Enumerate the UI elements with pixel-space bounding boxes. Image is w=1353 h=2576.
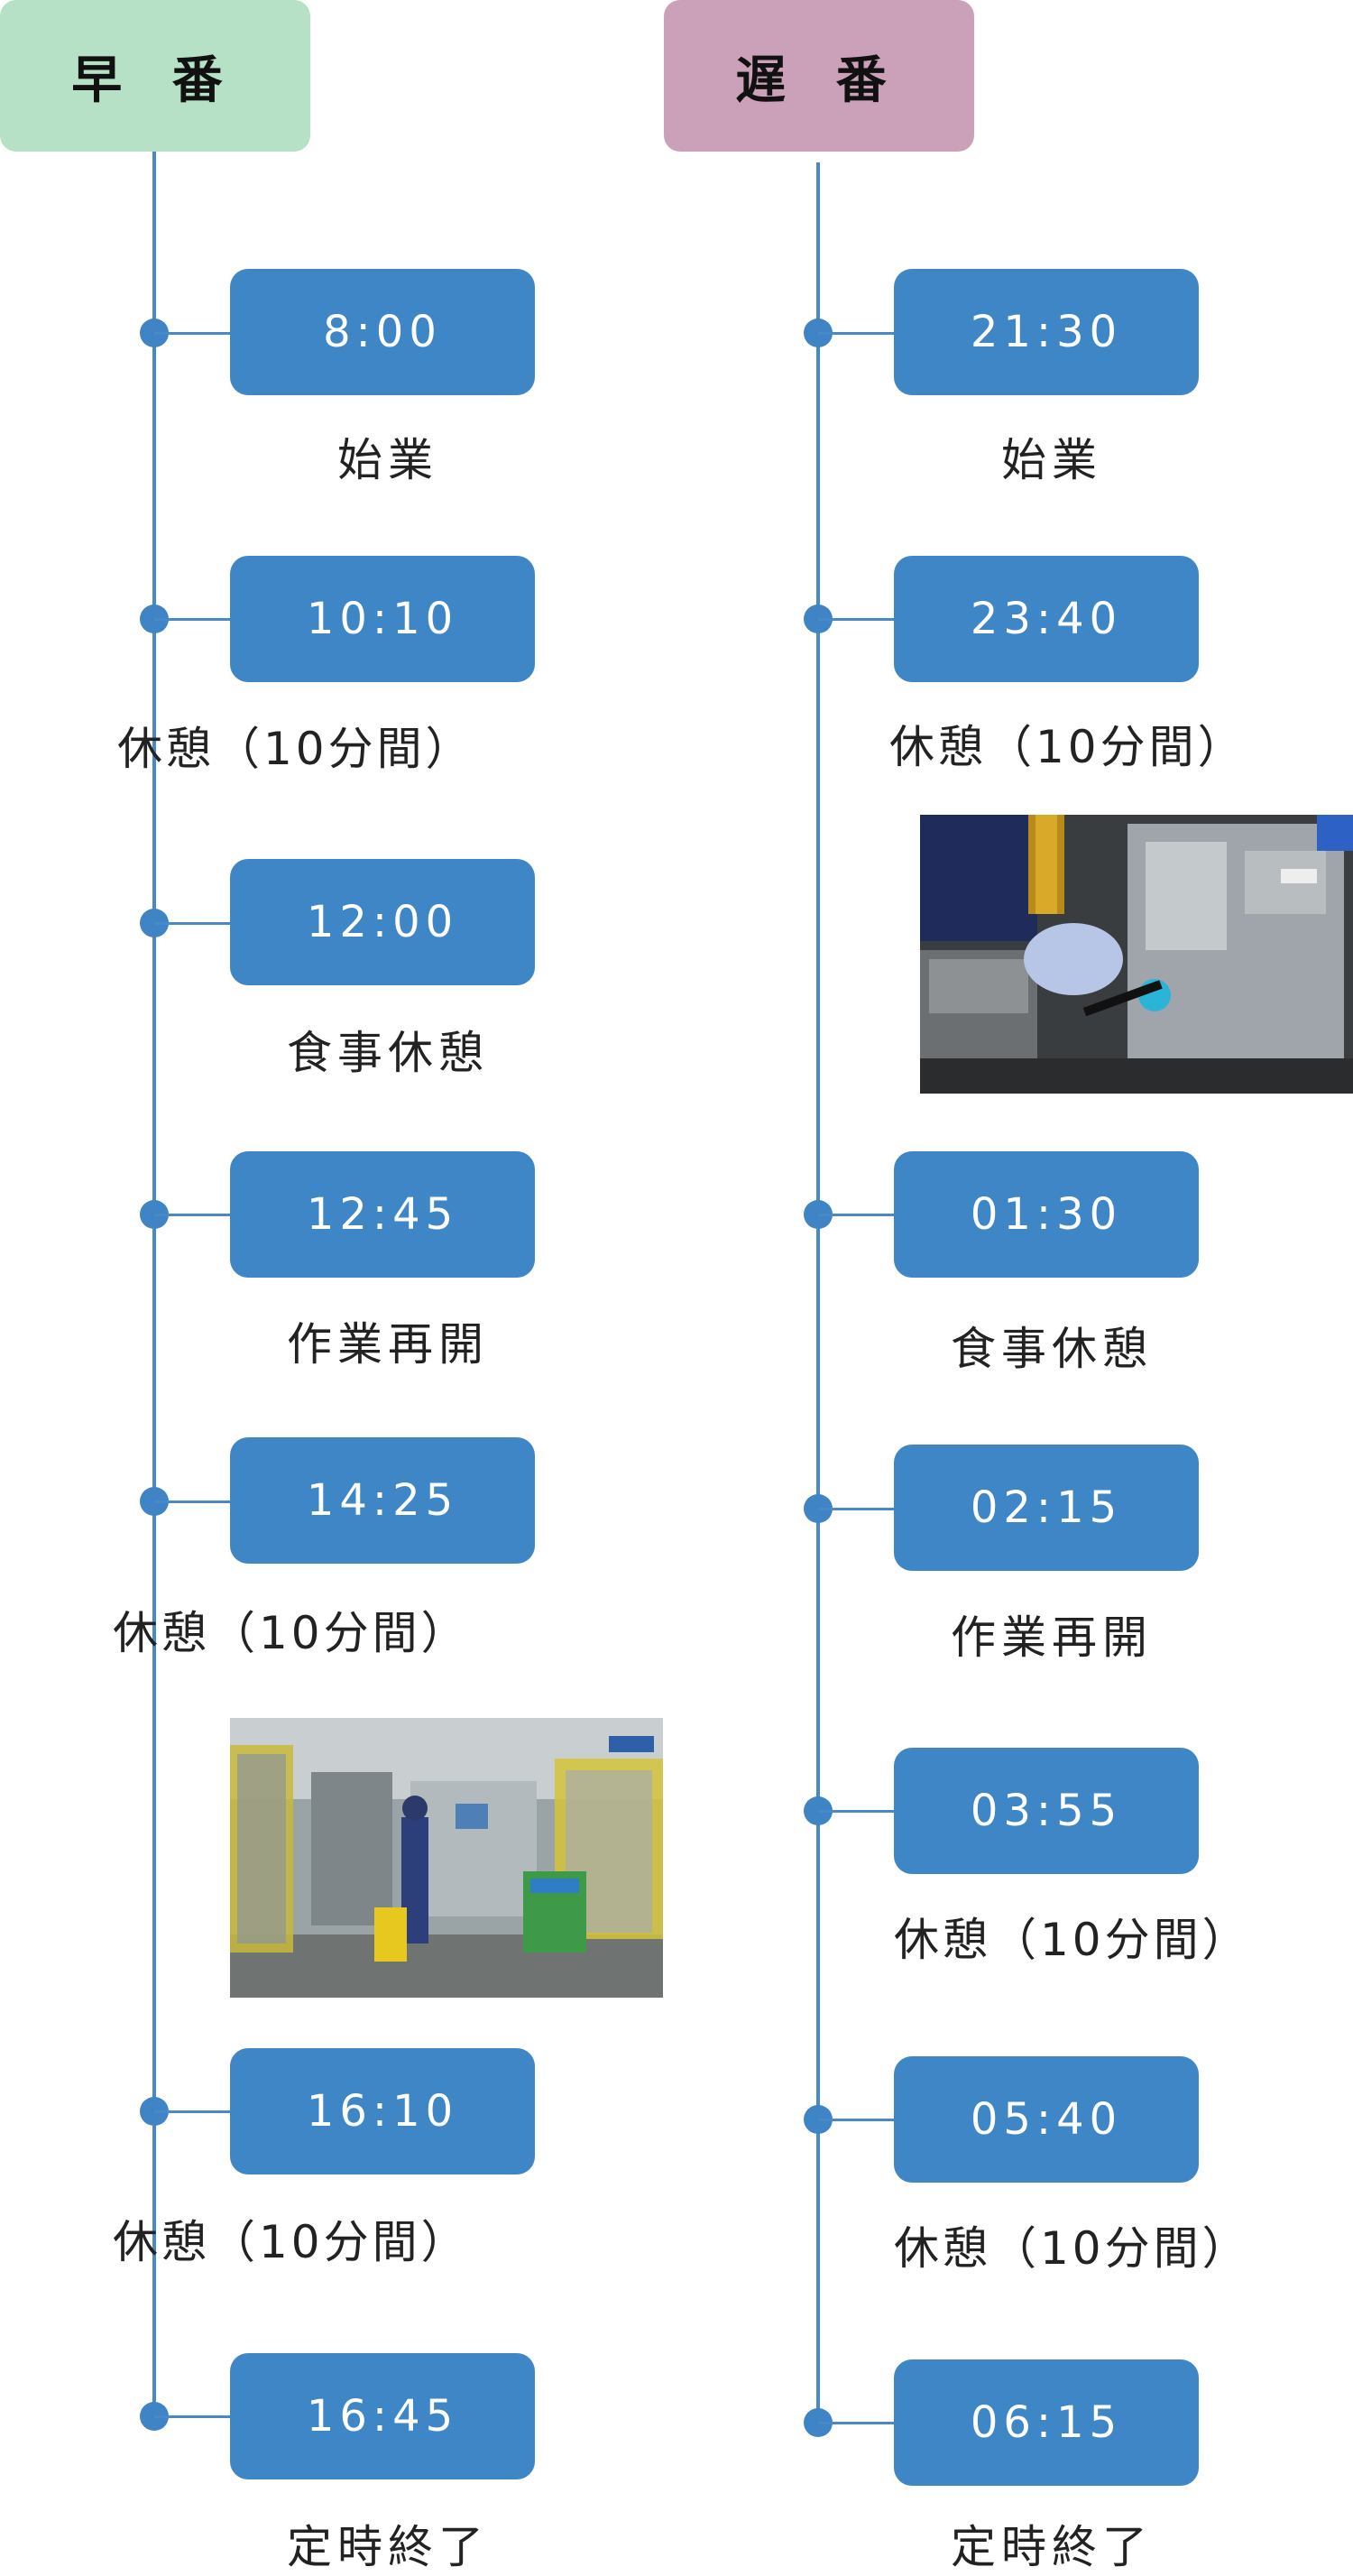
timeline-connector (818, 2422, 896, 2424)
event-label: 休憩（10分間） (113, 2216, 470, 2268)
event-label: 作業再開 (287, 1318, 489, 1371)
late-shift-column: 遅 番 21:30 始業 23:40 休憩（10分間） 01:3 (664, 0, 1353, 2573)
late-shift-header: 遅 番 (664, 0, 974, 152)
time-badge: 02:15 (894, 1445, 1199, 1571)
timeline-connector (154, 2110, 232, 2113)
event-label: 休憩（10分間） (889, 721, 1247, 773)
timeline-connector (818, 2119, 896, 2121)
event-label: 定時終了 (951, 2521, 1153, 2573)
timeline-connector (818, 332, 896, 335)
time-badge: 8:00 (230, 269, 535, 395)
event-label: 休憩（10分間） (894, 2222, 1251, 2275)
timeline-connector (154, 922, 232, 925)
time-badge: 06:15 (894, 2359, 1199, 2486)
event-label: 始業 (1001, 434, 1102, 486)
timeline-connector (818, 1508, 896, 1510)
early-shift-column: 早 番 8:00 始業 10:10 休憩（10分間） 12:00 食事休憩 12… (0, 0, 663, 2573)
time-badge: 16:10 (230, 2048, 535, 2174)
event-label: 休憩（10分間） (117, 723, 474, 775)
time-badge: 12:00 (230, 859, 535, 985)
engine-assembly-photo (920, 815, 1353, 1094)
event-label: 休憩（10分間） (113, 1607, 470, 1659)
time-badge: 16:45 (230, 2353, 535, 2479)
timeline-connector (154, 332, 232, 335)
factory-worker-photo (230, 1718, 663, 1998)
event-label: 休憩（10分間） (894, 1914, 1251, 1966)
early-shift-header: 早 番 (0, 0, 310, 152)
time-badge: 12:45 (230, 1151, 535, 1278)
time-badge: 03:55 (894, 1748, 1199, 1874)
timeline-connector (154, 1214, 232, 1216)
timeline-connector (154, 1500, 232, 1503)
event-label: 定時終了 (287, 2521, 489, 2573)
time-badge: 14:25 (230, 1437, 535, 1564)
timeline-connector (154, 2415, 232, 2418)
time-badge: 21:30 (894, 269, 1199, 395)
event-label: 食事休憩 (287, 1027, 489, 1079)
time-badge: 23:40 (894, 556, 1199, 682)
event-label: 始業 (337, 434, 438, 486)
timeline-connector (818, 618, 896, 621)
time-badge: 05:40 (894, 2056, 1199, 2183)
late-timeline-line (816, 162, 820, 2423)
timeline-connector (154, 618, 232, 621)
timeline-connector (818, 1214, 896, 1216)
early-timeline-line (152, 152, 156, 2416)
event-label: 作業再開 (951, 1611, 1153, 1664)
timeline-connector (818, 1810, 896, 1813)
event-label: 食事休憩 (951, 1323, 1153, 1375)
time-badge: 01:30 (894, 1151, 1199, 1278)
time-badge: 10:10 (230, 556, 535, 682)
